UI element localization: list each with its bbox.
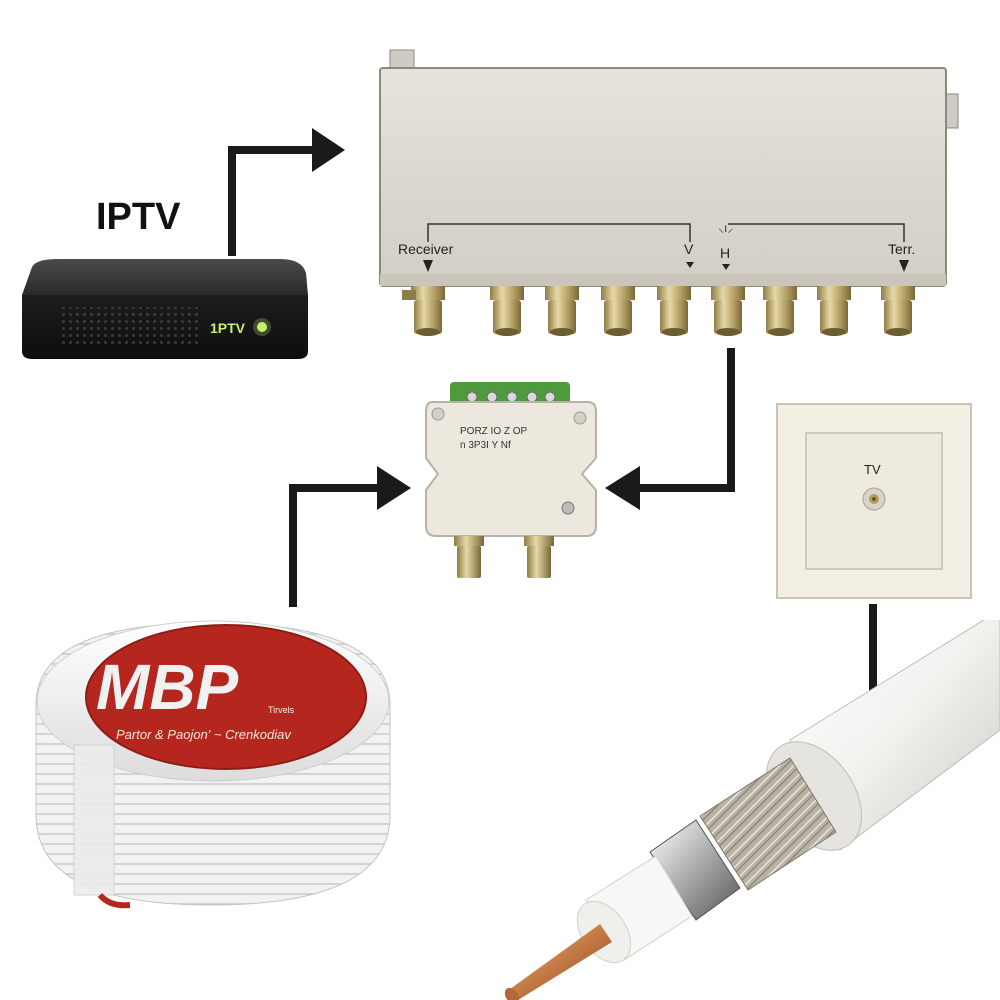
tv-wall-socket: TV bbox=[776, 403, 972, 599]
arrowhead-left bbox=[605, 466, 640, 510]
reel-band-text: Partor & Paojon' ~ Crenkodiav bbox=[116, 727, 292, 742]
v-label: V bbox=[684, 241, 694, 257]
reel-brand-small: Tirvels bbox=[268, 705, 295, 715]
iptv-to-switch-line bbox=[228, 146, 315, 256]
arrowhead-right-2 bbox=[377, 466, 411, 510]
h-to-splitter-line bbox=[640, 348, 735, 492]
arrowhead-right-1 bbox=[312, 128, 345, 172]
cable-reel: MBP Tirvels Partor & Paojon' ~ Crenkodia… bbox=[35, 620, 391, 909]
terr-label: Terr. bbox=[888, 241, 915, 257]
iptv-box-front-label: 1PTV bbox=[210, 320, 246, 336]
socket-tv-label: TV bbox=[864, 462, 881, 477]
power-led bbox=[257, 322, 267, 332]
multiswitch: ⸜ı⸝ Receiver V H Terr. bbox=[379, 49, 959, 336]
splitter-print-line2: n 3P3I Y Nf bbox=[460, 440, 511, 451]
coax-cable-cutaway bbox=[504, 620, 1000, 1000]
h-label: H bbox=[720, 245, 730, 261]
iptv-set-top-box: 1PTV bbox=[22, 259, 308, 359]
iptv-heading: IPTV bbox=[96, 196, 181, 238]
lnb-symbol: ⸜ı⸝ bbox=[718, 221, 733, 235]
splitter-print-line1: PORZ IO Z OP bbox=[460, 426, 528, 437]
receiver-label: Receiver bbox=[398, 241, 454, 257]
f-connectors bbox=[411, 286, 915, 336]
reel-to-splitter-line bbox=[289, 484, 380, 607]
coax-splitter: PORZ IO Z OP n 3P3I Y Nf bbox=[425, 382, 597, 578]
reel-brand: MBP bbox=[96, 651, 239, 723]
